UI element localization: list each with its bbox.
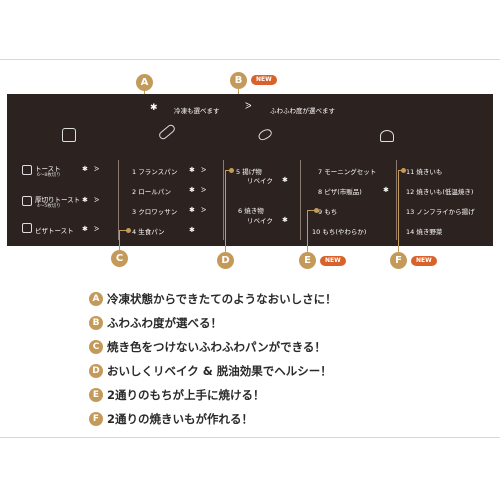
feature-a-marker: A <box>89 292 103 306</box>
feature-f-text: 2通りの焼きいもが作れる！ <box>107 412 254 426</box>
toast-slice-icon <box>22 165 32 175</box>
leader-f-h <box>398 170 404 171</box>
mode-5-label2: リベイク <box>247 177 273 185</box>
mode-6-label2: リベイク <box>247 217 273 225</box>
marker-e: E <box>299 252 316 269</box>
leader-f <box>398 170 399 252</box>
leader-d-h <box>225 170 231 171</box>
new-badge-b: NEW <box>251 75 277 85</box>
mode-pizza-toast-label: ピザトースト <box>35 227 74 235</box>
marker-d: D <box>217 252 234 269</box>
mode-2-label: 2 ロールパン <box>132 188 172 196</box>
marker-a: A <box>136 74 153 91</box>
feature-a: A 冷凍状態からできたてのようなおいしさに！ <box>89 292 337 306</box>
feature-c-marker: C <box>89 340 103 354</box>
freeze-symbol-icon: ✱ <box>150 103 158 113</box>
pizza-toast-icon <box>22 223 32 233</box>
mode-7-label: 7 モーニングセット <box>318 168 377 176</box>
marker-f: F <box>390 252 407 269</box>
toast-icon <box>62 128 76 142</box>
fluffy-mark-icon: ᐷ <box>94 225 100 233</box>
fluffy-mark-icon: ᐷ <box>94 165 100 173</box>
mode-thick-toast-label: 厚切りトースト <box>35 196 81 204</box>
column-separator-2 <box>223 160 224 240</box>
mode-11-label: 11 焼きいも <box>406 168 443 176</box>
mode-6-label: 6 焼き物 <box>238 207 264 215</box>
mode-3-label: 3 クロワッサン <box>132 208 178 216</box>
feature-d: D おいしくリベイク & 脱油効果でヘルシー！ <box>89 364 332 378</box>
new-badge-f: NEW <box>411 256 437 266</box>
fluffy-mark-icon: ᐷ <box>94 196 100 204</box>
control-panel <box>7 94 493 246</box>
mode-9-label: 9 もち <box>318 208 338 216</box>
marker-c: C <box>111 250 128 267</box>
feature-e-text: 2通りのもちが上手に焼ける！ <box>107 388 265 402</box>
mode-1-label: 1 フランスパン <box>132 168 178 176</box>
leader-d <box>225 170 226 252</box>
marker-b: B <box>230 72 247 89</box>
freeze-mark-icon: ✱ <box>82 225 88 233</box>
feature-a-text: 冷凍状態からできたてのようなおいしさに！ <box>107 292 337 306</box>
fluffy-mark-icon: ᐷ <box>201 206 207 214</box>
mode-14-label: 14 焼き野菜 <box>406 228 443 236</box>
freeze-mark-icon: ✱ <box>282 216 288 224</box>
feature-b-text: ふわふわ度が選べる！ <box>107 316 222 330</box>
column-separator-4 <box>396 160 397 240</box>
feature-d-text: おいしくリベイク & 脱油効果でヘルシー！ <box>107 364 332 378</box>
leader-c-h <box>119 230 128 231</box>
freeze-label: 冷凍も選べます <box>174 107 220 115</box>
leader-e-h <box>307 210 316 211</box>
mode-8-label: 8 ピザ(市販品) <box>318 188 362 196</box>
leader-c <box>119 230 120 250</box>
leader-e-dot <box>314 208 319 213</box>
freeze-mark-icon: ✱ <box>189 186 195 194</box>
mode-5-label: 5 揚げ物 <box>236 168 262 176</box>
mode-13-label: 13 ノンフライから揚げ <box>406 208 475 216</box>
feature-c-text: 焼き色をつけないふわふわパンができる！ <box>107 340 326 354</box>
mode-toast-label: トースト <box>35 165 61 173</box>
leader-c-dot <box>126 228 131 233</box>
freeze-mark-icon: ✱ <box>82 165 88 173</box>
new-badge-e: NEW <box>320 256 346 266</box>
mode-12-label: 12 焼きいも(低温焼き) <box>406 188 474 196</box>
fluffy-symbol-icon: ᐷ <box>245 102 252 112</box>
freeze-mark-icon: ✱ <box>82 196 88 204</box>
feature-e-marker: E <box>89 388 103 402</box>
freeze-mark-icon: ✱ <box>383 186 389 194</box>
freeze-mark-icon: ✱ <box>189 166 195 174</box>
leader-d-dot <box>229 168 234 173</box>
mode-toast-sub: 6〜8枚切り <box>37 173 61 178</box>
leader-e <box>307 210 308 252</box>
mode-thick-toast-sub: 4〜5枚切り <box>37 204 61 209</box>
freeze-mark-icon: ✱ <box>282 176 288 184</box>
fluffy-label: ふわふわ度が選べます <box>270 107 335 115</box>
freeze-mark-icon: ✱ <box>189 226 195 234</box>
feature-c: C 焼き色をつけないふわふわパンができる！ <box>89 340 326 354</box>
column-separator-1 <box>118 160 119 240</box>
mode-4-label: 4 生食パン <box>132 228 165 236</box>
feature-b: B ふわふわ度が選べる！ <box>89 316 222 330</box>
feature-b-marker: B <box>89 316 103 330</box>
fluffy-mark-icon: ᐷ <box>201 166 207 174</box>
fluffy-mark-icon: ᐷ <box>201 186 207 194</box>
freeze-mark-icon: ✱ <box>189 206 195 214</box>
feature-f-marker: F <box>89 412 103 426</box>
feature-d-marker: D <box>89 364 103 378</box>
feature-f: F 2通りの焼きいもが作れる！ <box>89 412 253 426</box>
bottom-divider <box>0 437 500 438</box>
thick-toast-icon <box>22 196 32 206</box>
mode-10-label: 10 もち(やわらか) <box>312 228 367 236</box>
column-separator-3 <box>300 160 301 240</box>
dish-icon <box>380 130 394 142</box>
top-divider <box>0 59 500 60</box>
feature-e: E 2通りのもちが上手に焼ける！ <box>89 388 265 402</box>
